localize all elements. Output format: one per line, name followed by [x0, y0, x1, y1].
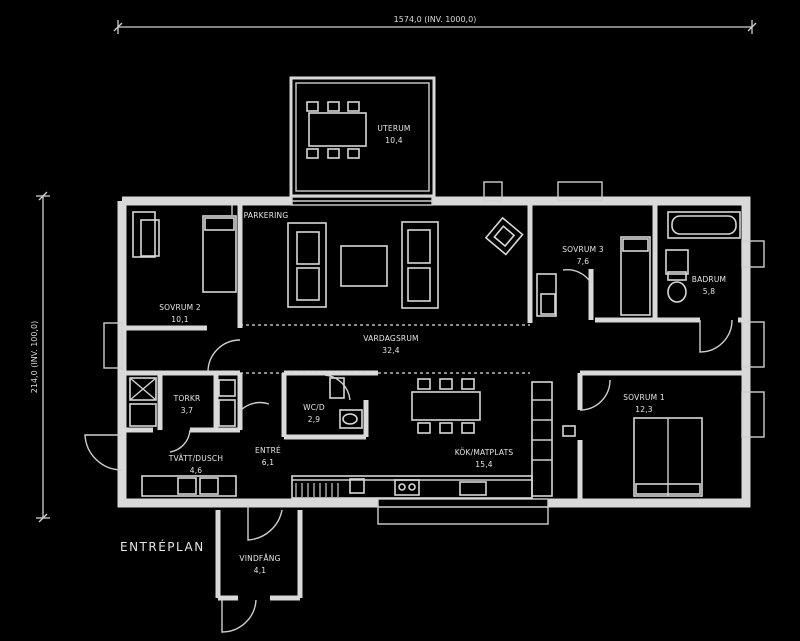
- room-name-koksmatplats: KÖK/MATPLATS: [455, 448, 514, 457]
- room-name-torkr: TORKR: [173, 394, 201, 403]
- room-area-koksmatplats: 15,4: [475, 460, 493, 469]
- kitchen-furniture: [291, 378, 553, 499]
- bathroom-fixtures: [665, 211, 741, 303]
- width-dimension-label: 1574,0 (INV. 1000,0): [394, 15, 477, 24]
- living-room-furniture: [287, 216, 524, 309]
- bedroom-2-furniture: [132, 211, 237, 293]
- room-area-uterum: 10,4: [385, 136, 403, 145]
- room-name-tvatt: TVÄTT/DUSCH: [168, 454, 223, 463]
- room-area-tvatt: 4,6: [190, 466, 203, 475]
- bedroom-3-furniture: [536, 236, 651, 317]
- bedroom-1-furniture: [562, 417, 703, 497]
- room-area-sovrum2: 10,1: [171, 315, 189, 324]
- sunroom: [289, 76, 436, 198]
- outer-walls: [103, 181, 765, 525]
- room-area-wc: 2,9: [308, 415, 321, 424]
- room-name-badrum: BADRUM: [692, 275, 726, 284]
- room-area-torkr: 3,7: [181, 406, 194, 415]
- room-area-vardagsrum: 32,4: [382, 346, 400, 355]
- width-dimension: 1574,0 (INV. 1000,0): [113, 15, 757, 34]
- doors: [84, 268, 733, 633]
- porch: [215, 510, 303, 601]
- room-name-sovrum3: SOVRUM 3: [562, 245, 604, 254]
- room-area-badrum: 5,8: [703, 287, 716, 296]
- room-name-wc: WC/D: [303, 403, 325, 412]
- room-name-parkering: PARKERING: [244, 211, 289, 220]
- interior-walls: [122, 205, 746, 503]
- height-dimension: 214,0 (INV. 100,0): [30, 191, 50, 523]
- room-name-sovrum2: SOVRUM 2: [159, 303, 201, 312]
- room-name-vindfang: VINDFÅNG: [239, 554, 280, 563]
- room-name-vardagsrum: VARDAGSRUM: [363, 334, 418, 343]
- room-name-sovrum1: SOVRUM 1: [623, 393, 665, 402]
- room-area-entre: 6,1: [262, 458, 275, 467]
- room-area-sovrum3: 7,6: [577, 257, 590, 266]
- utility-fixtures: [129, 377, 363, 497]
- floor-label: ENTRÉPLAN: [120, 539, 205, 554]
- room-labels: UTERUM 10,4 SOVRUM 2 10,1 PARKERING VARD…: [159, 124, 726, 575]
- room-area-sovrum1: 12,3: [635, 405, 653, 414]
- room-area-vindfang: 4,1: [254, 566, 267, 575]
- room-name-uterum: UTERUM: [377, 124, 410, 133]
- room-name-entre: ENTRÉ: [255, 446, 281, 455]
- height-dimension-label: 214,0 (INV. 100,0): [30, 321, 39, 393]
